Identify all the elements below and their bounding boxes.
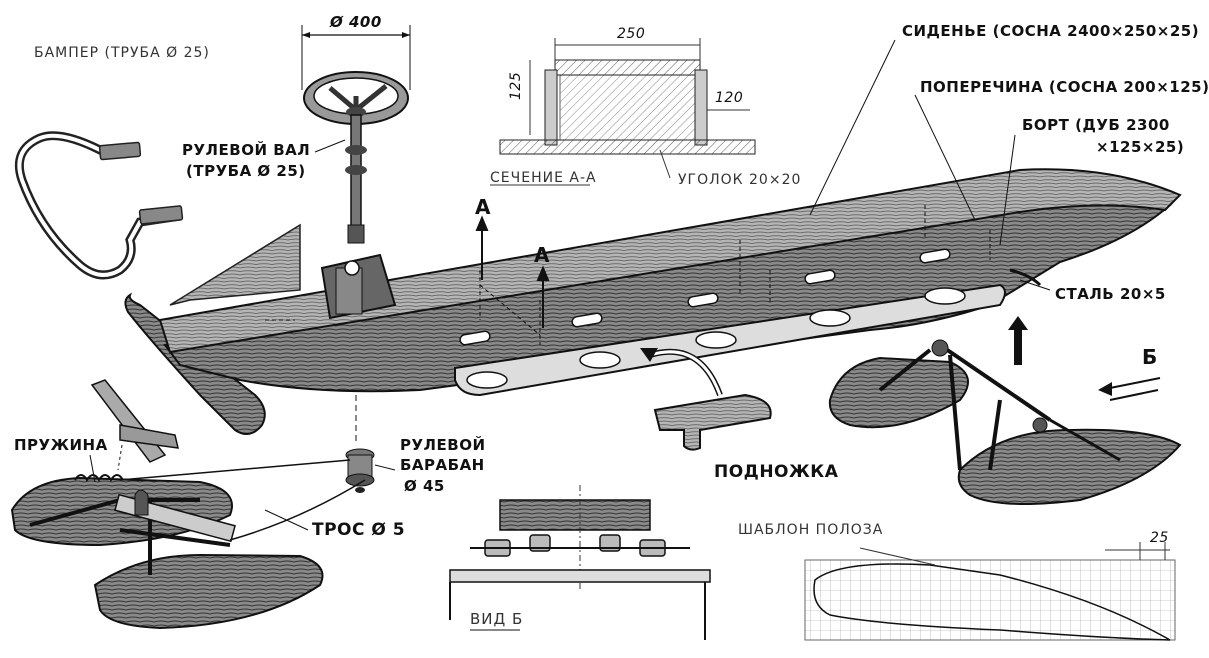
label-section-crossbar: 120 xyxy=(715,90,744,106)
label-runner-dim: 25 xyxy=(1150,530,1169,546)
label-cable: ТРОС Ø 5 xyxy=(312,520,406,540)
label-arrow-a1: А xyxy=(475,195,491,219)
steering-drum xyxy=(345,395,375,493)
steering-wheel xyxy=(301,25,411,125)
label-spring: ПРУЖИНА xyxy=(14,436,108,454)
label-section-height: 125 xyxy=(508,71,524,100)
label-runner-template: ШАБЛОН ПОЛОЗА xyxy=(738,522,884,538)
spring-bracket xyxy=(90,379,179,471)
steering-shaft xyxy=(314,114,367,244)
label-steel: СТАЛЬ 20×5 xyxy=(1055,285,1166,303)
label-side-2: ×125×25) xyxy=(1096,138,1185,156)
label-view-b: ВИД Б xyxy=(470,610,524,628)
footrest-part xyxy=(640,348,772,451)
label-arrow-a2: А xyxy=(534,243,550,267)
label-drum-1: РУЛЕВОЙ xyxy=(400,436,486,454)
bumper-tube xyxy=(14,131,184,280)
runner-template xyxy=(804,542,1176,641)
label-crossbar: ПОПЕРЕЧИНА (СОСНА 200×125) xyxy=(920,78,1209,96)
label-wheel-diameter: Ø 400 xyxy=(330,13,382,31)
label-footrest: ПОДНОЖКА xyxy=(714,462,839,482)
sled-body xyxy=(124,168,1182,435)
front-ski-assembly xyxy=(10,474,324,630)
label-angle-iron: УГОЛОК 20×20 xyxy=(678,172,802,188)
label-drum-3: Ø 45 xyxy=(404,477,445,495)
rear-ski-assembly xyxy=(828,339,1182,505)
label-steering-shaft-1: РУЛЕВОЙ ВАЛ xyxy=(182,141,311,159)
label-seat: СИДЕНЬЕ (СОСНА 2400×250×25) xyxy=(902,22,1200,40)
label-bumper: БАМПЕР (ТРУБА Ø 25) xyxy=(34,45,210,61)
label-arrow-b: Б xyxy=(1142,345,1158,369)
label-steering-shaft-2: (ТРУБА Ø 25) xyxy=(186,162,306,180)
label-section-width: 250 xyxy=(617,26,646,42)
section-a-a xyxy=(490,38,756,186)
leader-lines xyxy=(89,39,1051,483)
label-section-title: СЕЧЕНИЕ А-А xyxy=(490,170,597,186)
steering-cable xyxy=(119,459,366,541)
label-side-1: БОРТ (ДУБ 2300 xyxy=(1022,116,1170,134)
view-b xyxy=(449,485,711,640)
label-drum-2: БАРАБАН xyxy=(400,456,485,474)
